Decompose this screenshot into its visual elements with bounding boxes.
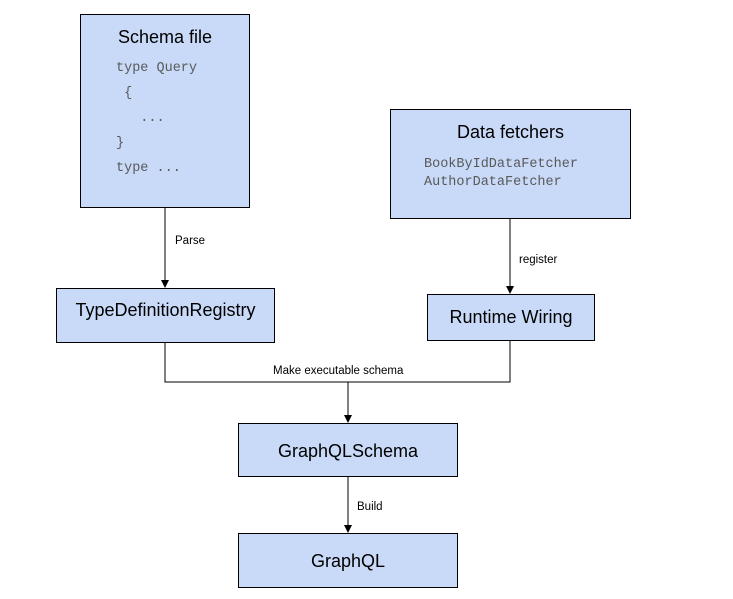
- schema-file-node: Schema file type Query { ... } type ...: [80, 14, 250, 208]
- schema-code-line: }: [116, 136, 125, 151]
- graphql-schema-node: GraphQLSchema: [238, 423, 458, 477]
- data-fetchers-title: Data fetchers: [456, 122, 565, 142]
- schema-code-line: type Query: [116, 61, 198, 76]
- graphql-node: GraphQL: [238, 533, 458, 588]
- schema-code-line: type ...: [116, 161, 181, 176]
- type-definition-registry-title: TypeDefinitionRegistry: [75, 300, 256, 320]
- build-label: Build: [357, 501, 383, 513]
- type-definition-registry-node: TypeDefinitionRegistry: [56, 288, 275, 343]
- make-executable-schema-label: Make executable schema: [273, 365, 404, 377]
- schema-file-title: Schema file: [117, 27, 213, 47]
- graphql-title: GraphQL: [310, 551, 386, 571]
- graphql-schema-title: GraphQLSchema: [277, 441, 419, 461]
- data-fetcher-line: AuthorDataFetcher: [424, 175, 562, 190]
- data-fetcher-line: BookByIdDataFetcher: [424, 157, 578, 172]
- schema-code-line: ...: [116, 111, 165, 126]
- data-fetchers-node: Data fetchers BookByIdDataFetcher Author…: [390, 109, 631, 219]
- runtime-wiring-title: Runtime Wiring: [449, 307, 573, 327]
- runtime-wiring-node: Runtime Wiring: [427, 294, 595, 341]
- parse-label: Parse: [175, 235, 206, 247]
- make-executable-schema-connector: [164, 340, 511, 383]
- register-label: register: [519, 254, 558, 266]
- schema-code-line: {: [116, 86, 133, 101]
